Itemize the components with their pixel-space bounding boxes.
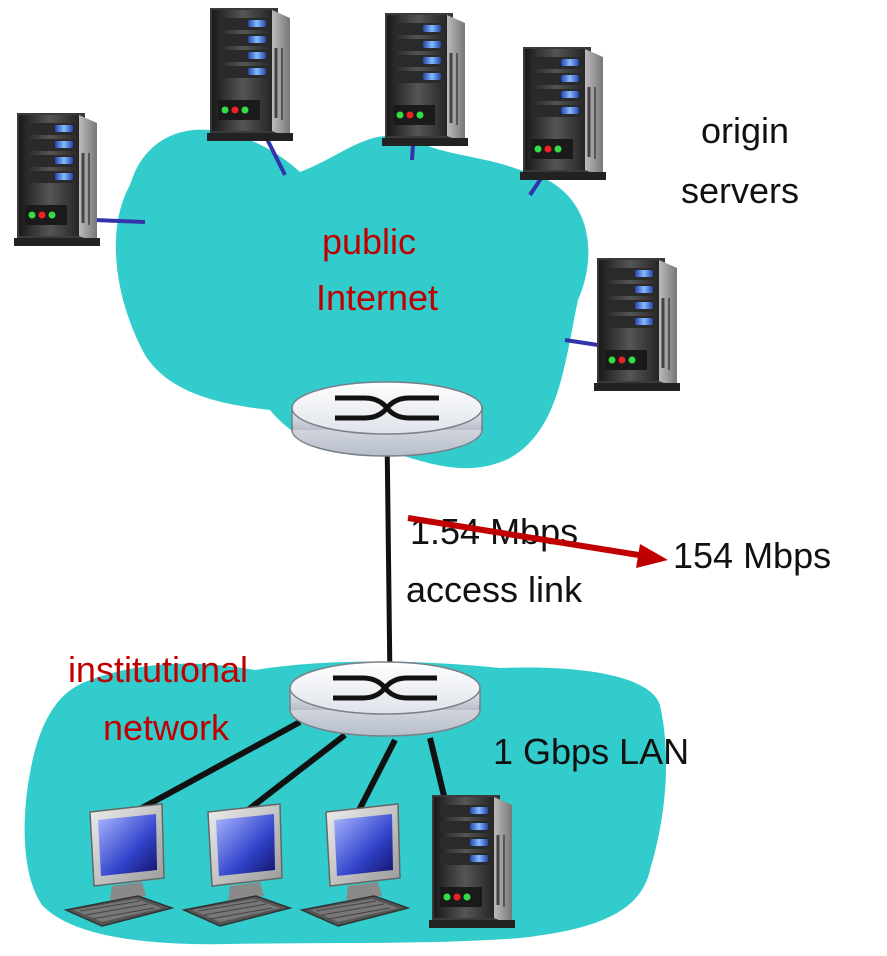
- lan-speed-label: 1 Gbps LAN: [493, 731, 689, 772]
- origin-server-icon: [12, 111, 102, 248]
- institutional-router-icon: [290, 662, 480, 736]
- institutional-network-label: network: [103, 707, 230, 748]
- origin-servers-label: origin: [701, 110, 789, 151]
- lan-link: [352, 738, 398, 820]
- upgrade-arrowhead-icon: [636, 544, 668, 568]
- upgrade-arrow: [407, 515, 646, 559]
- server-link: [263, 134, 287, 176]
- internet-router-icon: [292, 382, 482, 456]
- institutional-network-label: institutional: [68, 649, 248, 690]
- origin-server-icon: [592, 256, 682, 393]
- origin-server-icon: [380, 11, 470, 148]
- lan-link: [118, 719, 302, 823]
- new-rate-label: 154 Mbps: [673, 535, 831, 576]
- access-link: [384, 431, 393, 684]
- origin-servers-label: servers: [681, 170, 799, 211]
- origin-server-icon: [518, 45, 608, 182]
- origin-server-icon: [205, 6, 295, 143]
- lan-link: [427, 737, 448, 801]
- local-server-icon: [427, 793, 517, 930]
- public-internet-cloud: [115, 129, 589, 469]
- public-internet-label: Internet: [316, 277, 438, 318]
- lan-link: [233, 732, 347, 823]
- access-link-label: access link: [406, 569, 583, 610]
- server-link: [94, 218, 146, 224]
- server-link: [564, 338, 599, 347]
- public-internet-label: public: [322, 221, 416, 262]
- server-link: [410, 144, 415, 161]
